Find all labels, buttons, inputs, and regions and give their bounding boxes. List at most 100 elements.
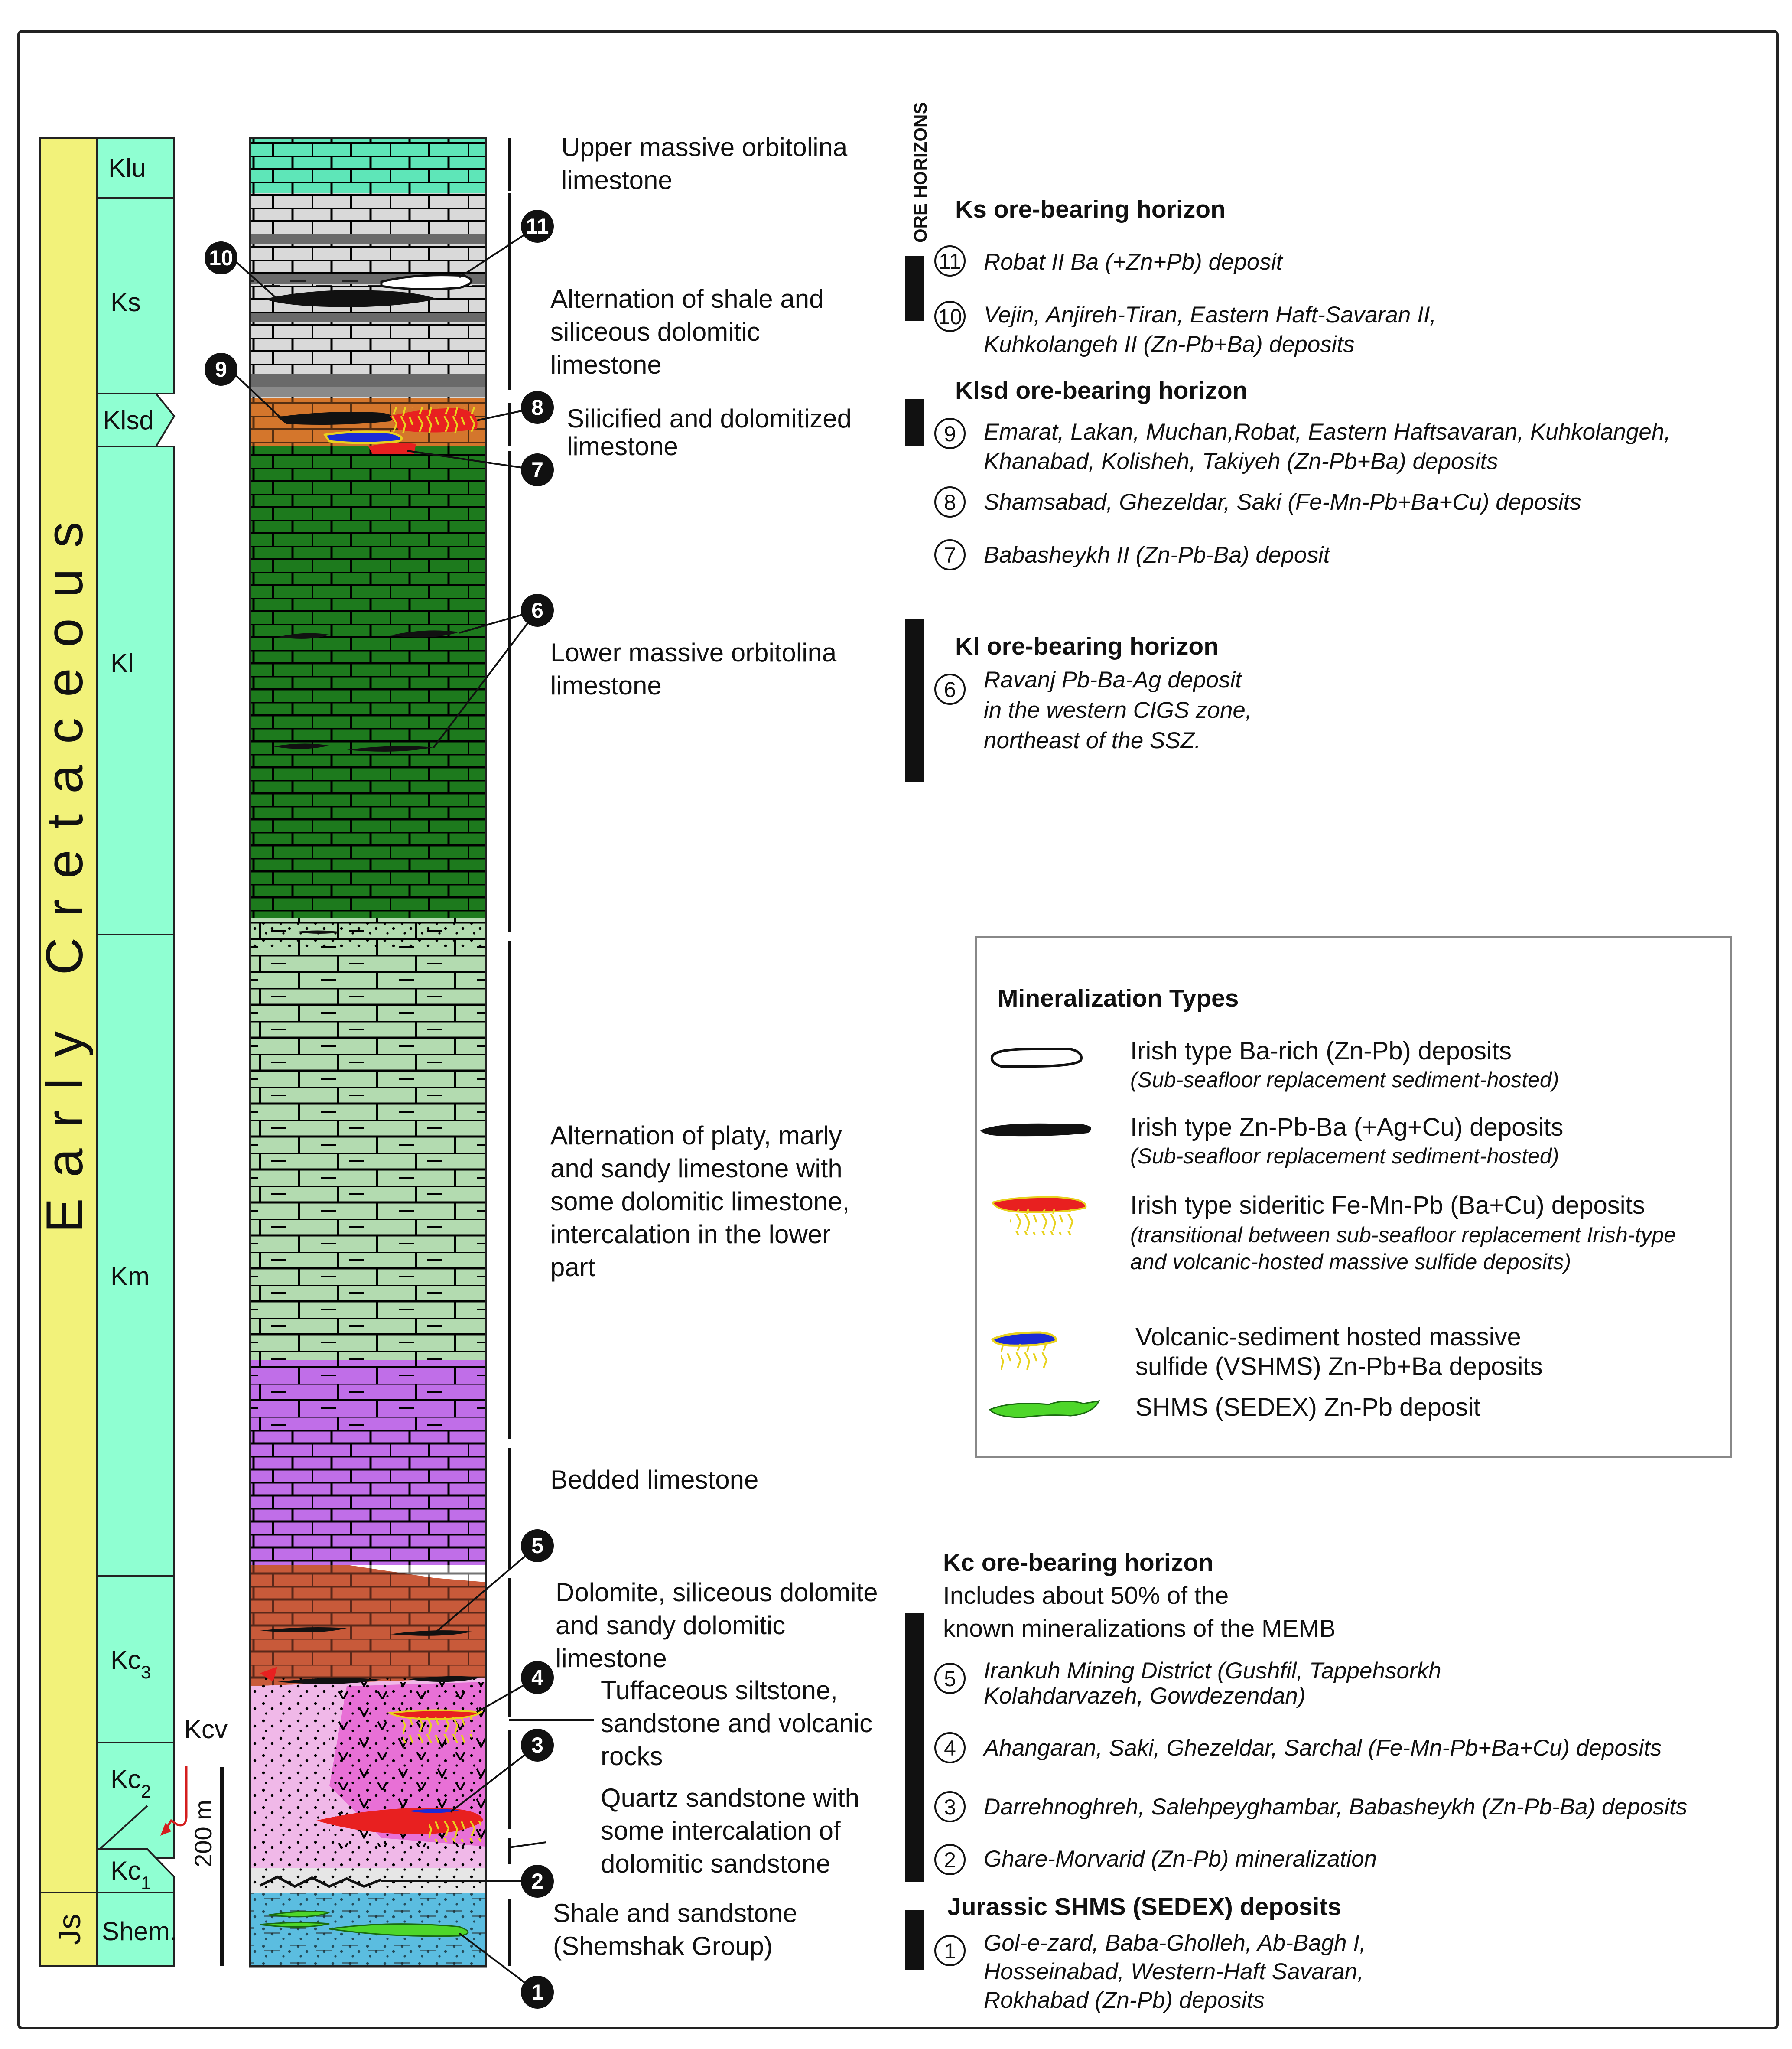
svg-text:11: 11 [526,214,549,238]
svg-text:6: 6 [531,598,543,622]
legend-box: Mineralization Types Irish type Ba-rich … [975,936,1732,1458]
svg-text:Bedded limestone: Bedded limestone [550,1465,758,1494]
circle-marker-7: 7 [521,453,554,486]
svg-text:9: 9 [215,357,227,381]
ore-bodies [260,274,484,1937]
svg-text:intercalation in the lower: intercalation in the lower [550,1220,831,1249]
svg-text:Ks ore-bearing horizon: Ks ore-bearing horizon [955,195,1226,223]
svg-text:Irankuh Mining District (Gushf: Irankuh Mining District (Gushfil, Tappeh… [984,1658,1441,1684]
svg-text:2: 2 [531,1869,543,1893]
svg-text:Kolahdarvazeh, Gowdezendan): Kolahdarvazeh, Gowdezendan) [984,1683,1306,1709]
svg-text:Mineralization Types: Mineralization Types [998,984,1239,1012]
svg-text:some intercalation of: some intercalation of [601,1816,841,1845]
svg-text:SHMS (SEDEX) Zn-Pb deposit: SHMS (SEDEX) Zn-Pb deposit [1135,1393,1480,1421]
unit-klsd: Klsd [103,406,154,435]
legend-ba-rich-symbol [991,1048,1083,1068]
svg-text:Kl ore-bearing horizon: Kl ore-bearing horizon [955,632,1219,660]
svg-text:(transitional between sub-seaf: (transitional between sub-seafloor repla… [1130,1223,1676,1247]
svg-text:2: 2 [944,1848,956,1872]
svg-text:5: 5 [944,1667,956,1691]
svg-text:Gol-e-zard, Baba-Gholleh, Ab-B: Gol-e-zard, Baba-Gholleh, Ab-Bagh I, [984,1930,1366,1956]
svg-text:Ahangaran, Saki, Ghezeldar, Sa: Ahangaran, Saki, Ghezeldar, Sarchal (Fe-… [982,1735,1662,1761]
svg-text:sulfide (VSHMS) Zn-Pb+Ba depos: sulfide (VSHMS) Zn-Pb+Ba deposits [1135,1352,1543,1381]
svg-text:Dolomite, siliceous dolomite: Dolomite, siliceous dolomite [556,1578,878,1607]
legend-zn-pb-ba-symbol [980,1123,1091,1137]
svg-text:(Shemshak Group): (Shemshak Group) [553,1932,773,1961]
circle-marker-6: 6 [521,594,554,627]
svg-text:Alternation of shale and: Alternation of shale and [550,284,823,313]
svg-text:(Sub-seafloor replacement sedi: (Sub-seafloor replacement sediment-hoste… [1130,1144,1559,1168]
svg-text:Vejin, Anjireh-Tiran, Eastern: Vejin, Anjireh-Tiran, Eastern Haft-Savar… [984,302,1436,328]
svg-text:Irish type Zn-Pb-Ba (+Ag+Cu) d: Irish type Zn-Pb-Ba (+Ag+Cu) deposits [1130,1113,1563,1141]
svg-text:Kuhkolangeh II (Zn-Pb+Ba) depo: Kuhkolangeh II (Zn-Pb+Ba) deposits [984,332,1355,357]
svg-text:1: 1 [944,1939,956,1963]
svg-text:Irish type Ba-rich (Zn-Pb) dep: Irish type Ba-rich (Zn-Pb) deposits [1130,1037,1512,1065]
circle-marker-5: 5 [521,1529,554,1562]
legend-sedex-symbol [989,1400,1100,1418]
svg-text:Rokhabad (Zn-Pb) deposits: Rokhabad (Zn-Pb) deposits [984,1987,1265,2013]
svg-text:4: 4 [531,1665,543,1690]
svg-text:4: 4 [944,1736,956,1760]
circle-marker-2: 2 [521,1865,554,1898]
svg-text:8: 8 [944,490,956,515]
svg-text:limestone: limestone [556,1644,667,1673]
svg-text:and volcanic-hosted massive su: and volcanic-hosted massive sulfide depo… [1130,1250,1571,1274]
svg-text:9: 9 [944,422,956,446]
kcv-arrow [163,1766,188,1832]
svg-text:sandstone and volcanic: sandstone and volcanic [601,1709,872,1738]
circle-marker-1: 1 [521,1976,554,2009]
unit-km: Km [111,1262,150,1291]
circle-marker-10: 10 [205,241,237,274]
svg-text:Klsd ore-bearing horizon: Klsd ore-bearing horizon [955,377,1248,404]
svg-text:Babasheykh II (Zn-Pb-Ba) depos: Babasheykh II (Zn-Pb-Ba) deposit [984,542,1331,568]
svg-text:limestone: limestone [550,671,662,700]
ore-horizon-list: Ks ore-bearing horizon 11 Robat II Ba (+… [934,195,1687,2013]
svg-text:limestone: limestone [567,432,678,461]
svg-text:in the western CIGS zone,: in the western CIGS zone, [984,697,1252,723]
svg-text:Volcanic-sediment hosted massi: Volcanic-sediment hosted massive [1135,1323,1521,1351]
svg-text:7: 7 [531,458,543,482]
svg-text:Darrehnoghreh, Salehpeyghambar: Darrehnoghreh, Salehpeyghambar, Babashey… [984,1794,1687,1820]
unit-kc3: Kc3 [111,1645,151,1682]
svg-text:10: 10 [209,246,233,270]
unit-kc1: Kc1 [111,1856,151,1893]
lithology-descriptions: Upper massive orbitolina limestone Alter… [550,133,878,1961]
svg-text:Alternation of platy, marly: Alternation of platy, marly [550,1121,842,1150]
svg-text:3: 3 [531,1733,543,1757]
jurassic-label: Js [52,1914,87,1945]
unit-kc2: Kc2 [111,1765,151,1801]
unit-kl: Kl [111,648,133,678]
svg-text:Ravanj Pb-Ba-Ag deposit: Ravanj Pb-Ba-Ag deposit [984,667,1242,693]
svg-text:Shale and sandstone: Shale and sandstone [553,1899,797,1928]
svg-text:Upper massive orbitolina: Upper massive orbitolina [561,133,848,162]
unit-ks: Ks [111,288,141,317]
svg-text:Includes about 50% of the: Includes about 50% of the [943,1582,1229,1609]
svg-text:1: 1 [531,1980,543,2004]
scale-bar-label: 200 m [189,1800,217,1867]
svg-text:northeast of the SSZ.: northeast of the SSZ. [984,728,1201,753]
svg-text:Shamsabad, Ghezeldar, Saki (Fe: Shamsabad, Ghezeldar, Saki (Fe-Mn-Pb+Ba+… [984,489,1581,515]
jurassic-cell [39,1892,98,1967]
ore-horizons-title: ORE HORIZONS [910,102,930,243]
svg-text:Emarat, Lakan, Muchan,Robat, E: Emarat, Lakan, Muchan,Robat, Eastern Haf… [984,419,1671,445]
unit-klu: Klu [108,153,146,182]
svg-text:Lower massive orbitolina: Lower massive orbitolina [550,638,837,667]
svg-text:5: 5 [531,1534,543,1558]
svg-text:Robat II Ba (+Zn+Pb) deposit: Robat II Ba (+Zn+Pb) deposit [984,249,1284,275]
svg-text:siliceous dolomitic: siliceous dolomitic [550,317,760,346]
svg-text:Khanabad, Kolisheh, Takiyeh (Z: Khanabad, Kolisheh, Takiyeh (Zn-Pb+Ba) d… [984,449,1498,474]
circle-marker-4: 4 [521,1661,554,1694]
period-label: Early Cretaceous [36,501,94,1233]
svg-text:some dolomitic limestone,: some dolomitic limestone, [550,1187,849,1216]
svg-text:Jurassic SHMS (SEDEX) deposits: Jurassic SHMS (SEDEX) deposits [947,1893,1341,1921]
unit-shem: Shem. [102,1917,177,1946]
svg-text:rocks: rocks [601,1742,663,1771]
svg-text:(Sub-seafloor replacement sedi: (Sub-seafloor replacement sediment-hoste… [1130,1068,1559,1092]
svg-text:limestone: limestone [550,350,662,379]
svg-text:and sandy limestone with: and sandy limestone with [550,1154,842,1183]
svg-text:part: part [550,1253,595,1282]
svg-text:Quartz sandstone with: Quartz sandstone with [601,1783,859,1812]
svg-text:and sandy dolomitic: and sandy dolomitic [556,1611,785,1640]
svg-text:11: 11 [939,249,961,274]
circle-marker-3: 3 [521,1729,554,1762]
